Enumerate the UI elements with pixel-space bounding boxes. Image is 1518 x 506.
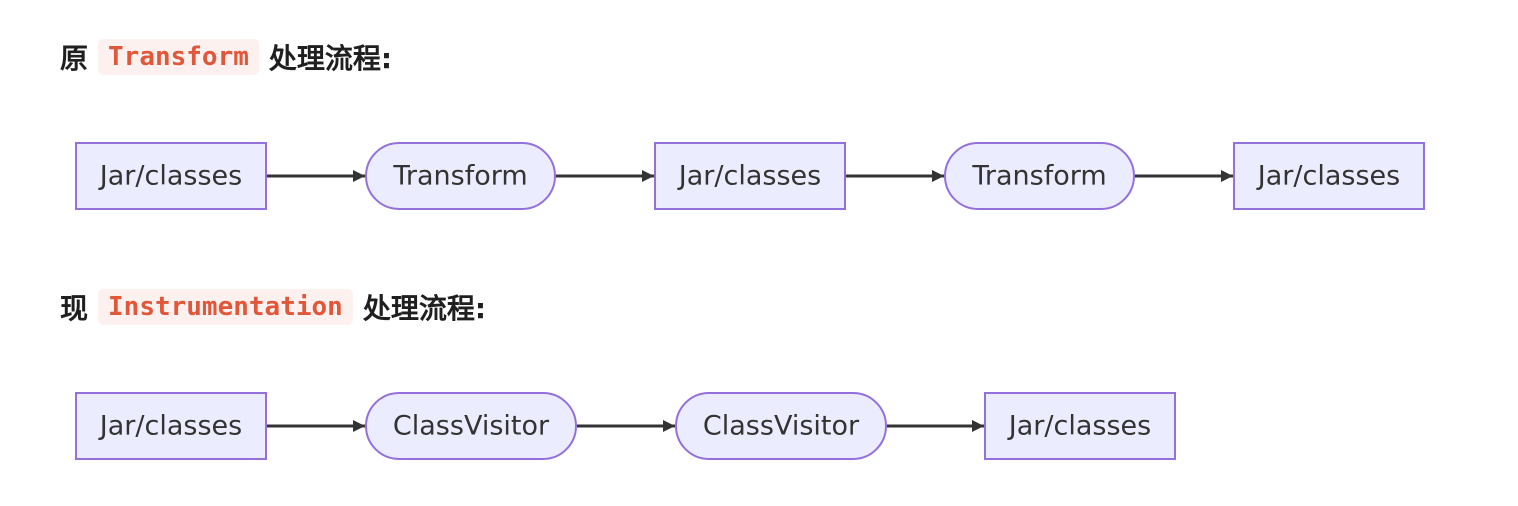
flow-node-pill: Transform (366, 143, 555, 209)
flow-node-rect: Jar/classes (655, 143, 845, 209)
flow-node-rect: Jar/classes (76, 393, 266, 459)
flow-node-rect: Jar/classes (1234, 143, 1424, 209)
flow-node-label: Jar/classes (98, 411, 242, 442)
flow-node-label: Transform (971, 161, 1106, 192)
flow-node-label: Transform (392, 161, 527, 192)
flow-node-label: Jar/classes (98, 161, 242, 192)
section-1-heading: 原 Transform 处理流程: (60, 35, 392, 79)
flow-node-pill: Transform (945, 143, 1134, 209)
flow-node-label: ClassVisitor (393, 411, 550, 442)
section-2-heading: 现 Instrumentation 处理流程: (60, 285, 486, 329)
flow-node-label: ClassVisitor (703, 411, 860, 442)
section-2-code: Instrumentation (98, 289, 353, 325)
flow-node-label: Jar/classes (1256, 161, 1400, 192)
flow-diagram-2: Jar/classes ClassVisitor ClassVisitor Jar/c… (0, 387, 1518, 467)
flow-node-label: Jar/classes (1007, 411, 1151, 442)
section-1-code: Transform (98, 39, 259, 75)
flow-node-label: Jar/classes (677, 161, 821, 192)
flow-diagram-1: Jar/classes Transform Jar/classes Transform… (0, 137, 1518, 217)
flow-node-rect: Jar/classes (985, 393, 1175, 459)
flow-diagram-2-svg: Jar/classes ClassVisitor ClassVisitor Jar/c… (0, 387, 1518, 467)
flow-node-pill: ClassVisitor (676, 393, 886, 459)
section-1-suffix: 处理流程: (269, 37, 392, 77)
section-2-suffix: 处理流程: (363, 287, 486, 327)
flow-node-rect: Jar/classes (76, 143, 266, 209)
flow-diagram-1-svg: Jar/classes Transform Jar/classes Transform… (0, 137, 1518, 217)
flow-node-pill: ClassVisitor (366, 393, 576, 459)
section-1-prefix: 原 (60, 37, 88, 77)
section-2-prefix: 现 (60, 287, 88, 327)
